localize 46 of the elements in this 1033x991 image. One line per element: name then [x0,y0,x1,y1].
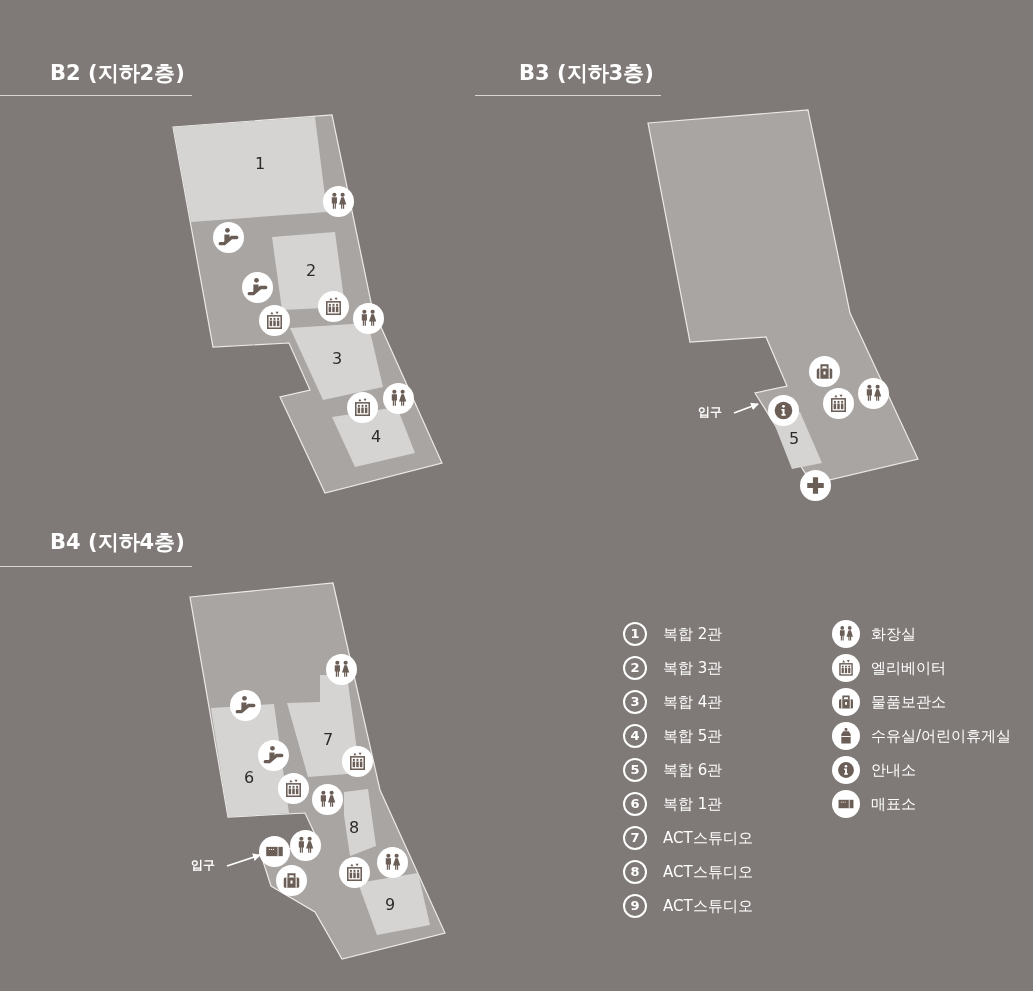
room-number: 8 [348,819,360,837]
legend-text: ACT스튜디오 [663,863,753,881]
room-area [272,232,345,310]
legend-text: 복합 6관 [663,761,723,779]
room-number: 4 [370,428,382,446]
room-area [358,873,430,935]
legend-text: 복합 2관 [663,625,723,643]
entrance-label: 입구 [191,858,221,874]
legend-number: 3 [623,690,647,714]
room-number: 3 [331,350,343,368]
room-area [290,323,383,400]
legend-number: 2 [623,656,647,680]
legend-text: ACT스튜디오 [663,829,753,847]
legend-number: 9 [623,894,647,918]
legend-text: 매표소 [871,795,916,813]
arrow [733,402,759,414]
floor-heading: B4 (지하4층) [50,529,185,555]
legend-number: 4 [623,724,647,748]
floor-heading: B3 (지하3층) [519,60,654,86]
legend-number: 8 [623,860,647,884]
room-number: 5 [788,430,800,448]
legend-text: 안내소 [871,761,916,779]
legend-number: 5 [623,758,647,782]
floor-plan [173,115,442,493]
legend-text: 복합 3관 [663,659,723,677]
legend-text: 복합 1관 [663,795,723,813]
room-area [173,117,327,222]
legend-text: 복합 4관 [663,693,723,711]
arrow [226,853,261,867]
legend-text: ACT스튜디오 [663,897,753,915]
legend-text: 화장실 [871,625,916,643]
legend-text: 물품보관소 [871,693,946,711]
floor-heading: B2 (지하2층) [50,60,185,86]
room-number: 9 [384,896,396,914]
entrance-label: 입구 [698,405,728,421]
room-number: 7 [322,731,334,749]
legend-number: 7 [623,826,647,850]
legend-number: 6 [623,792,647,816]
room-area [344,789,376,856]
room-number: 2 [305,262,317,280]
legend-text: 수유실/어린이휴게실 [871,727,1012,745]
legend-number: 1 [623,622,647,646]
room-number: 6 [243,769,255,787]
legend-text: 복합 5관 [663,727,723,745]
legend-text: 엘리베이터 [871,659,946,677]
room-number: 1 [254,155,266,173]
